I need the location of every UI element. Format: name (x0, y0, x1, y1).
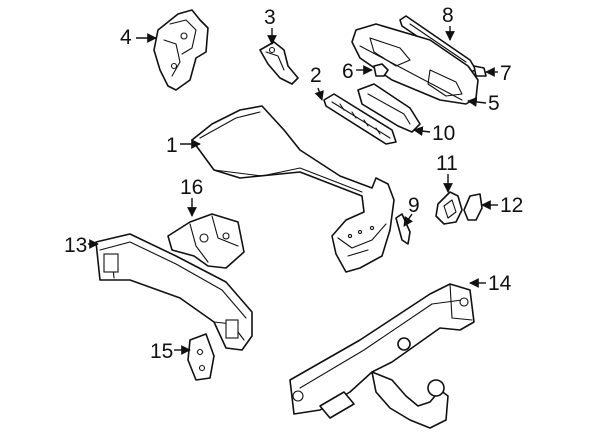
callout-15-label: 15 (150, 340, 173, 363)
callout-12: 12 (481, 194, 523, 217)
part-12-cap (463, 193, 483, 221)
part-3-bracket (259, 41, 299, 85)
callout-7: 7 (485, 62, 512, 85)
callout-6-label: 6 (342, 60, 354, 83)
part-13-impact-bar (95, 233, 253, 351)
callout-6: 6 (342, 60, 373, 83)
callout-10: 10 (413, 122, 455, 145)
part-15-plate (187, 333, 215, 381)
part-7-clip (473, 65, 487, 77)
callout-7-label: 7 (500, 62, 512, 85)
callout-9-label: 9 (408, 194, 420, 217)
callout-1-label: 1 (166, 134, 178, 157)
callout-11-label: 11 (436, 152, 458, 175)
part-14-tow-hitch (289, 283, 475, 429)
callout-4-label: 4 (120, 26, 132, 49)
part-4-side-bracket (153, 9, 209, 91)
callout-14-label: 14 (488, 272, 512, 295)
callout-8-label: 8 (442, 4, 454, 27)
callout-16: 16 (180, 176, 203, 217)
callout-5-label: 5 (488, 92, 500, 115)
callout-2: 2 (310, 64, 324, 101)
callout-8: 8 (442, 4, 455, 41)
callout-1: 1 (166, 134, 201, 157)
part-9-side-piece (395, 213, 411, 245)
part-1-bumper-cover (191, 105, 395, 273)
callout-9: 9 (403, 194, 420, 227)
callout-2-label: 2 (310, 64, 322, 87)
callout-14: 14 (469, 272, 512, 295)
part-16-tow-bracket (167, 213, 245, 269)
part-11-bracket (435, 191, 463, 225)
callout-10-label: 10 (432, 122, 455, 145)
callout-3: 3 (264, 6, 277, 45)
callout-16-label: 16 (180, 176, 203, 199)
part-6-clip (373, 63, 389, 77)
callout-5: 5 (467, 92, 500, 115)
callout-15: 15 (150, 340, 191, 363)
callout-13: 13 (64, 234, 99, 257)
callout-12-label: 12 (500, 194, 523, 217)
callout-11: 11 (436, 152, 458, 193)
callout-4: 4 (120, 26, 157, 49)
callout-13-label: 13 (64, 234, 87, 257)
callout-3-label: 3 (264, 6, 276, 29)
part-2-grille-strip (323, 93, 397, 145)
